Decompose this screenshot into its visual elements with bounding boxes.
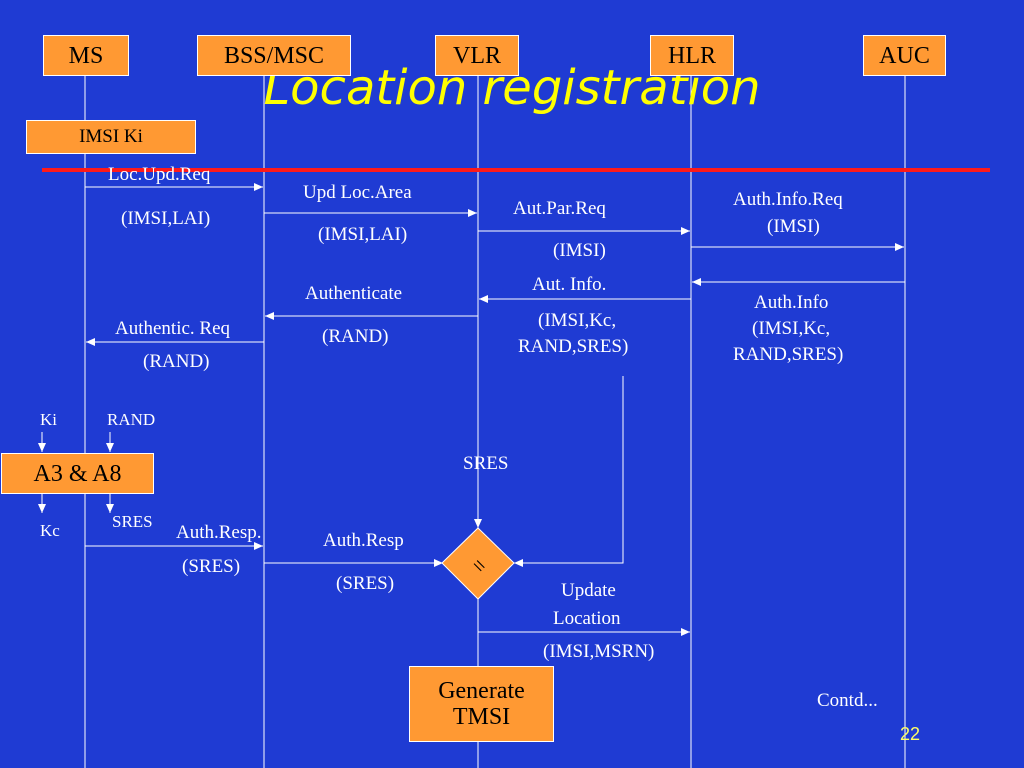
- entity-bss-msc: BSS/MSC: [197, 35, 351, 76]
- label-auth-info-params-1: (IMSI,Kc,: [752, 318, 831, 339]
- label-update-location-1: Update: [561, 580, 616, 601]
- label-rand-2: (RAND): [143, 351, 210, 372]
- label-rand-1: (RAND): [322, 326, 389, 347]
- arrow-sres-stored: [514, 376, 624, 567]
- page-number: 22: [900, 724, 921, 744]
- label-aut-par-req: Aut.Par.Req: [513, 198, 606, 219]
- label-imsi-2: (IMSI): [767, 216, 820, 237]
- title-divider: [42, 168, 990, 172]
- label-imsi-lai-1: (IMSI,LAI): [121, 208, 211, 229]
- label-sres-out: SRES: [112, 512, 153, 531]
- label-sres-1: (SRES): [182, 556, 241, 577]
- label-imsi-msrn: (IMSI,MSRN): [543, 641, 655, 662]
- label-loc-upd-req: Loc.Upd.Req: [108, 164, 211, 185]
- label-aut-info-params-2: RAND,SRES): [518, 336, 629, 357]
- entity-vlr: VLR: [435, 35, 519, 76]
- label-update-location-2: Location: [553, 608, 621, 629]
- label-ki: Ki: [40, 410, 57, 429]
- label-auth-info: Auth.Info: [754, 292, 829, 313]
- label-sres-vlr: SRES: [463, 453, 509, 474]
- label-authentic-req: Authentic. Req: [115, 318, 231, 339]
- label-kc: Kc: [40, 521, 60, 540]
- entity-hlr: HLR: [650, 35, 734, 76]
- entity-auc: AUC: [863, 35, 946, 76]
- label-aut-info: Aut. Info.: [532, 274, 607, 295]
- label-authenticate: Authenticate: [305, 283, 403, 304]
- label-sres-2: (SRES): [336, 573, 395, 594]
- label-imsi-lai-2: (IMSI,LAI): [318, 224, 408, 245]
- label-contd: Contd...: [817, 690, 878, 711]
- entity-ms: MS: [43, 35, 129, 76]
- label-imsi-1: (IMSI): [553, 240, 606, 261]
- label-rand-in: RAND: [107, 410, 156, 429]
- label-auth-resp-1: Auth.Resp.: [176, 522, 262, 543]
- a3-a8-box: A3 & A8: [1, 453, 154, 494]
- label-auth-resp-2: Auth.Resp: [323, 530, 404, 551]
- label-aut-info-params-1: (IMSI,Kc,: [538, 310, 617, 331]
- generate-tmsi-box: Generate TMSI: [409, 666, 554, 742]
- label-auth-info-params-2: RAND,SRES): [733, 344, 844, 365]
- label-upd-loc-area: Upd Loc.Area: [303, 182, 412, 203]
- compare-diamond: [441, 527, 515, 600]
- label-auth-info-req: Auth.Info.Req: [733, 189, 843, 210]
- imsi-ki-box: IMSI Ki: [26, 120, 196, 154]
